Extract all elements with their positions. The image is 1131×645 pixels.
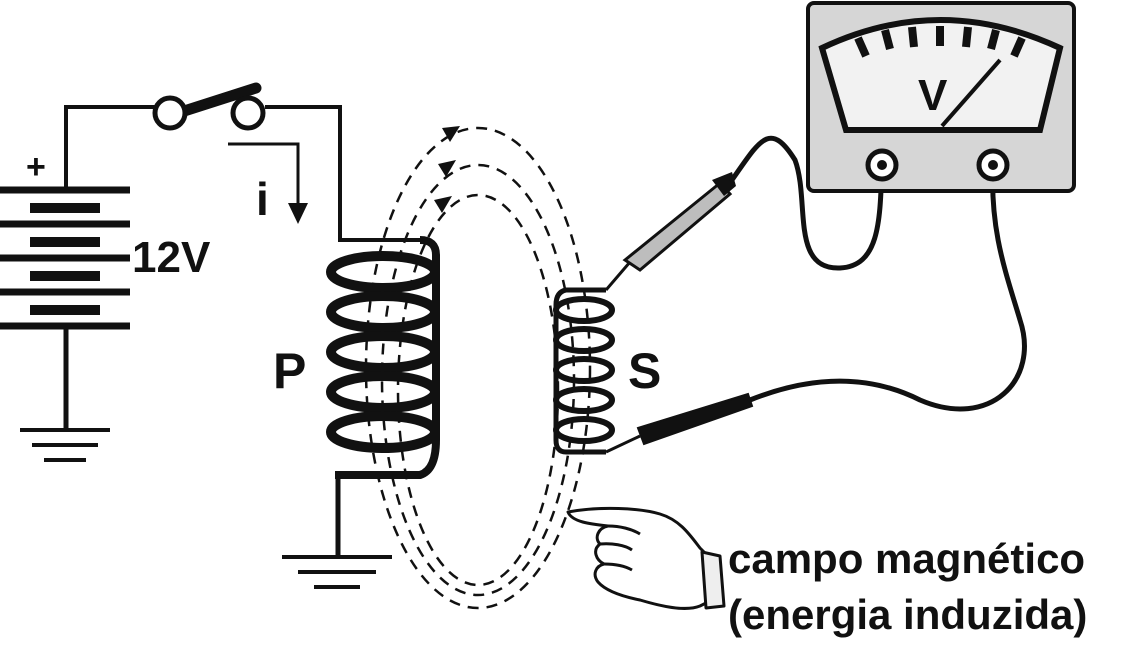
primary-turn (326, 251, 440, 293)
meter-scale (854, 26, 1026, 58)
ground-icon (282, 555, 392, 589)
field-arrow-middle (438, 160, 456, 177)
secondary-coil (553, 287, 615, 455)
battery-icon (0, 105, 130, 428)
probe-icon (605, 392, 754, 454)
field-arrowheads (434, 126, 460, 213)
caption-line-2: (energia induzida) (728, 591, 1088, 638)
meter-terminal (865, 148, 899, 182)
battery-voltage-label: 12V (132, 233, 211, 282)
primary-turn (326, 291, 440, 333)
meter-needle (940, 58, 1002, 128)
field-arrow-outer (442, 126, 460, 142)
current-label: i (256, 173, 269, 225)
secondary-turn (553, 416, 615, 444)
field-line-inner (396, 193, 560, 587)
meter-label: V (918, 71, 948, 120)
pointing-hand-icon (566, 506, 726, 610)
primary-circuit-wire (66, 105, 430, 242)
field-arrow-inner (434, 196, 452, 213)
meter-terminal (976, 148, 1010, 182)
secondary-turn (553, 386, 615, 414)
ground-icon (20, 428, 110, 462)
battery-plus-label: + (26, 148, 46, 186)
probe-icon (604, 172, 736, 291)
switch-icon (152, 82, 266, 131)
primary-coil (326, 236, 440, 555)
current-arrow-icon (228, 142, 308, 224)
secondary-label: S (628, 343, 661, 399)
meter-face (818, 17, 1064, 133)
caption-line-1: campo magnético (728, 535, 1086, 582)
meter-cables (729, 135, 1027, 412)
primary-label: P (273, 343, 306, 399)
secondary-turn (553, 326, 615, 354)
secondary-turn (553, 356, 615, 384)
primary-turn (326, 411, 440, 453)
secondary-turn (553, 296, 615, 324)
voltmeter-icon: V (806, 1, 1076, 193)
